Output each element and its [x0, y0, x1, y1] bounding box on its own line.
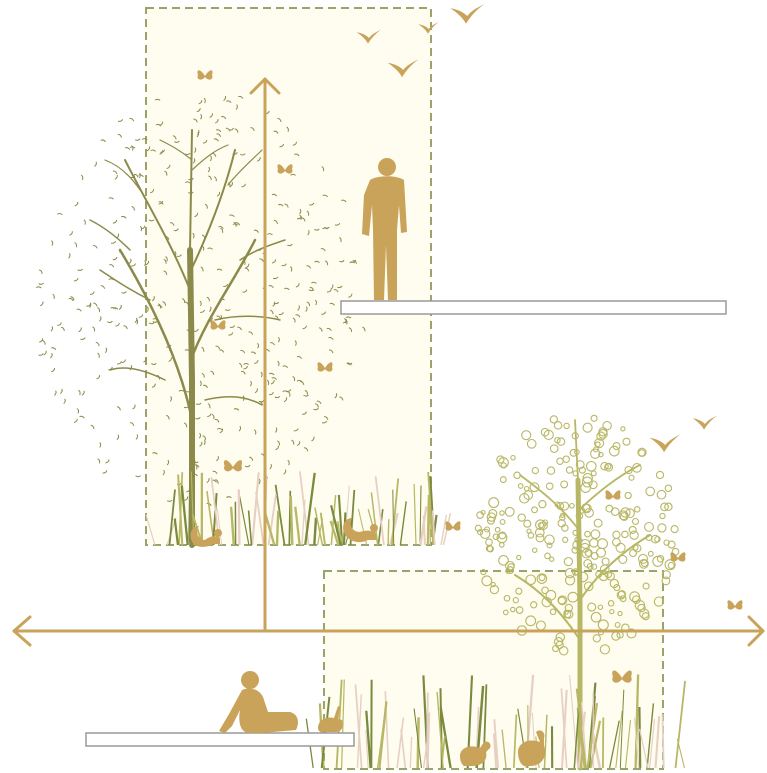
butterfly-icon — [727, 600, 742, 609]
sitting-person-icon — [219, 671, 298, 733]
bird-icon — [450, 4, 484, 24]
lower-platform — [86, 733, 354, 746]
bird-icon — [693, 415, 718, 429]
upper-platform — [341, 301, 726, 314]
butterfly-icon — [605, 490, 620, 499]
bird-icon — [650, 434, 681, 452]
butterfly-icon — [445, 521, 460, 530]
